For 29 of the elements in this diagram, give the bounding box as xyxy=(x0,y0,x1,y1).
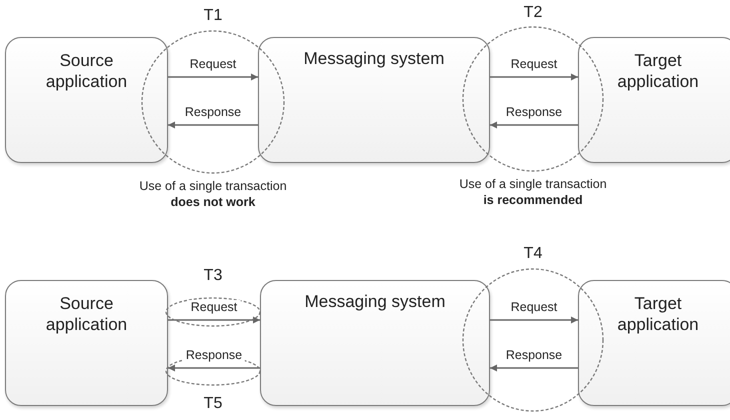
application-box xyxy=(578,280,730,406)
transaction-label: T4 xyxy=(524,244,542,263)
application-box xyxy=(5,37,168,163)
arrow xyxy=(168,316,260,324)
box-title: Source application xyxy=(44,293,128,335)
transaction-label: T5 xyxy=(204,394,222,413)
arrow xyxy=(168,364,260,372)
edge-label: Response xyxy=(182,348,246,363)
caption: Use of a single transaction does not work xyxy=(139,178,287,210)
box-title: Messaging system xyxy=(302,48,446,69)
edge-label: Request xyxy=(188,300,240,315)
caption: Use of a single transaction is recommended xyxy=(459,176,607,208)
box-title: Target application xyxy=(616,293,700,335)
arrow xyxy=(490,316,578,324)
arrow xyxy=(490,122,578,128)
transaction-label: T2 xyxy=(524,3,542,22)
arrow xyxy=(490,364,578,372)
arrow xyxy=(168,122,258,128)
box-title: Source application xyxy=(44,50,128,92)
box-title: Target application xyxy=(616,50,700,92)
application-box xyxy=(5,280,168,406)
box-title: Messaging system xyxy=(304,291,446,312)
transaction-label: T3 xyxy=(204,266,222,285)
arrow xyxy=(168,74,258,80)
application-box xyxy=(578,37,730,163)
application-box xyxy=(258,37,490,163)
arrow xyxy=(490,74,578,80)
application-box xyxy=(260,280,490,406)
transaction-label: T1 xyxy=(204,6,222,25)
